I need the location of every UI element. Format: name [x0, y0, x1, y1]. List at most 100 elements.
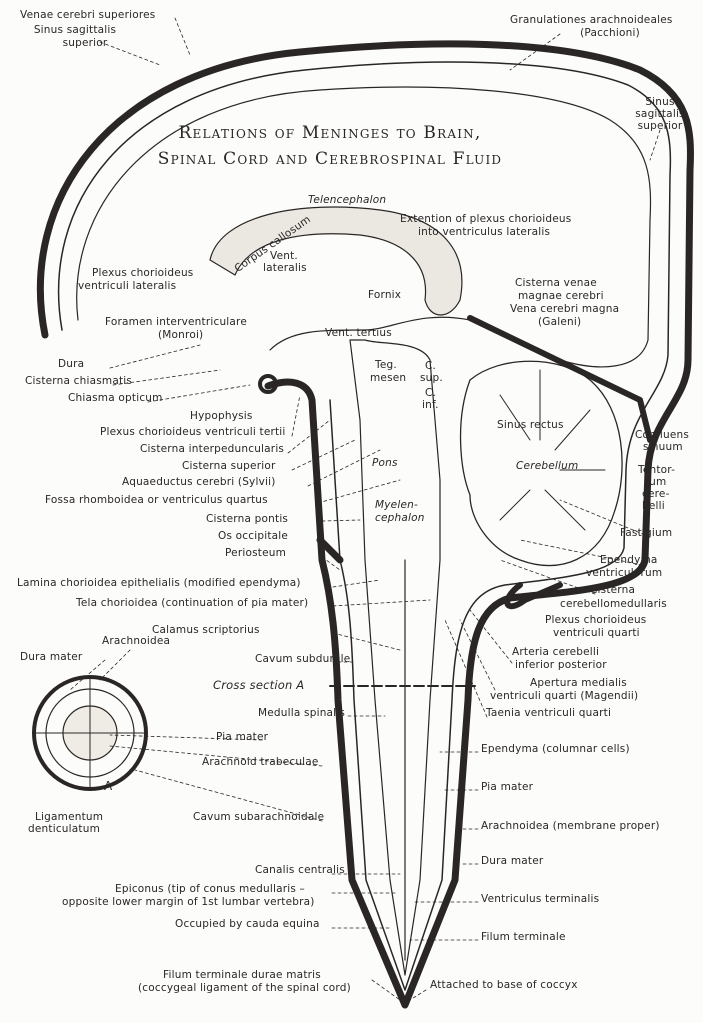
label-chiasma-opticum: Chiasma opticum	[68, 392, 163, 404]
label-cisterna-superior: Cisterna superior	[182, 460, 276, 472]
label-dura: Dura	[58, 358, 85, 370]
label-fornix: Fornix	[368, 289, 402, 301]
label-ventriculus-terminalis: Ventriculus terminalis	[481, 893, 600, 905]
label-myelen: Myelen-	[375, 499, 418, 511]
label-aquaeductus: Aquaeductus cerebri (Sylvii)	[122, 476, 276, 488]
label-cisterna-chiasmatis: Cisterna chiasmatis	[25, 375, 133, 387]
label-ligamentum: Ligamentum	[35, 811, 104, 823]
label-coccyx: Attached to base of coccyx	[430, 979, 578, 991]
title-line-2: Spinal Cord and Cerebrospinal Fluid	[157, 149, 503, 169]
label-dura-mater-a: Dura mater	[20, 651, 83, 663]
label-epiconus-2: opposite lower margin of 1st lumbar vert…	[62, 896, 315, 908]
label-cere: cere-	[642, 488, 670, 500]
label-cisterna-cm-2: cerebellomedullaris	[560, 598, 667, 610]
corpus-callosum	[209, 206, 463, 316]
label-vent: Vent.	[270, 250, 298, 262]
label-galeni: (Galeni)	[538, 316, 582, 328]
label-os-occipitale: Os occipitale	[218, 530, 289, 542]
label-pacchioni: (Pacchioni)	[580, 27, 640, 39]
label-cavum-subdurale: Cavum subdurale	[255, 653, 351, 665]
os-occipitale	[316, 536, 344, 564]
label-lateralis: lateralis	[263, 262, 307, 274]
label-c-sup-1: C.	[425, 360, 437, 372]
label-arteria-2: inferior posterior	[515, 659, 607, 671]
label-filum-durae-1: Filum terminale durae matris	[163, 969, 321, 981]
label-lamina-chorioidea: Lamina chorioidea epithelialis (modified…	[17, 577, 301, 589]
label-telencephalon: Telencephalon	[308, 194, 387, 206]
label-mesen: mesen	[370, 372, 407, 384]
label-superior-r: superior	[637, 120, 683, 132]
label-confluens: Confluens	[635, 429, 690, 441]
label-epiconus-1: Epiconus (tip of conus medullaris –	[115, 883, 306, 895]
label-hypophysis: Hypophysis	[190, 410, 253, 422]
label-dura-mater: Dura mater	[481, 855, 544, 867]
label-a: A	[104, 779, 113, 793]
label-plexus-lat-1: Plexus chorioideus	[92, 267, 194, 279]
label-medulla-spinalis: Medulla spinalis	[258, 707, 346, 719]
label-cephalon: cephalon	[375, 512, 425, 524]
label-ium: ium	[646, 476, 667, 488]
label-tentor: Tentor-	[638, 464, 676, 476]
label-fossa-rhomboidea: Fossa rhomboidea or ventriculus quartus	[45, 494, 268, 506]
label-taenia: Taenia ventriculi quarti	[486, 707, 612, 719]
label-cisterna-venae: Cisterna venae	[515, 277, 597, 289]
label-granulationes: Granulationes arachnoideales	[510, 14, 673, 26]
label-plexus-tertii: Plexus chorioideus ventriculi tertii	[100, 426, 286, 438]
label-vent-tertius: Vent. tertius	[325, 327, 392, 339]
label-pia-mater-a: Pia mater	[216, 731, 269, 743]
label-belli: belli	[642, 500, 665, 512]
label-calamus: Calamus scriptorius	[152, 624, 260, 636]
label-ependyma-1: Ependyma	[600, 554, 658, 566]
label-sinus-r: Sinus	[645, 96, 675, 108]
label-c-inf-2: inf.	[422, 399, 439, 411]
label-teg: Teg.	[375, 359, 397, 371]
label-arteria-1: Arteria cerebelli	[512, 646, 600, 658]
label-arachnoidea: Arachnoidea	[102, 635, 171, 647]
label-tela-chorioidea: Tela chorioidea (continuation of pia mat…	[76, 597, 309, 609]
label-plexus-lat-2: ventriculi lateralis	[78, 280, 177, 292]
title-line-1: Relations of Meninges to Brain,	[178, 123, 482, 143]
label-filum-durae-2: (coccygeal ligament of the spinal cord)	[138, 982, 351, 994]
label-c-inf-1: C.	[425, 387, 437, 399]
label-sinus-sagittalis: Sinus sagittalis	[33, 24, 117, 36]
diagram-title: Relations of Meninges to Brain, Spinal C…	[140, 120, 520, 172]
label-apertura-1: Apertura medialis	[530, 677, 627, 689]
label-sagittalis-r: sagittalis	[635, 108, 685, 120]
label-denticulatum: denticulatum	[28, 823, 100, 835]
label-vena-cerebri-magna: Vena cerebri magna	[510, 303, 620, 315]
label-superior: superior	[62, 37, 108, 49]
cisterna-bone	[504, 582, 563, 610]
label-plexus-quarti-1: Plexus chorioideus	[545, 614, 647, 626]
label-plexus-quarti-2: ventriculi quarti	[553, 627, 640, 639]
label-periosteum: Periosteum	[225, 547, 287, 559]
label-extention-2: into ventriculus lateralis	[418, 226, 551, 238]
label-magnae-cerebri: magnae cerebri	[518, 290, 604, 302]
label-foramen: Foramen interventriculare	[105, 316, 247, 328]
label-sinuum: sinuum	[643, 441, 683, 453]
tentorium	[467, 315, 653, 443]
label-cavum-subarachnoidale: Cavum subarachnoidale	[193, 811, 325, 823]
label-arachnoidea-membrane: Arachnoidea (membrane proper)	[481, 820, 660, 832]
label-pia-mater: Pia mater	[481, 781, 534, 793]
label-cerebellum: Cerebellum	[516, 460, 579, 472]
label-sinus-rectus: Sinus rectus	[497, 419, 564, 431]
label-monroi: (Monroi)	[158, 329, 204, 341]
cerebellum	[459, 360, 623, 567]
brainstem	[349, 339, 441, 976]
label-pons: Pons	[372, 457, 398, 469]
dura-outline	[36, 40, 694, 1009]
label-cisterna-cm-1: Cisterna	[590, 584, 636, 596]
label-fastigium: Fastigium	[620, 527, 673, 539]
label-ependyma-2: ventriculorum	[586, 567, 663, 579]
hypophysis	[258, 374, 278, 394]
label-extention-1: Extention of plexus chorioideus	[400, 213, 572, 225]
label-apertura-2: ventriculi quarti (Magendii)	[490, 690, 639, 702]
label-cisterna-pontis: Cisterna pontis	[206, 513, 289, 525]
label-cross-section-a: Cross section A	[213, 678, 305, 692]
cerebrum-outline	[76, 86, 652, 368]
label-arachnoid-trabeculae: Arachnoid trabeculae	[202, 756, 319, 768]
label-c-sup-2: sup.	[420, 372, 443, 384]
label-canalis-centralis: Canalis centralis	[255, 864, 345, 876]
